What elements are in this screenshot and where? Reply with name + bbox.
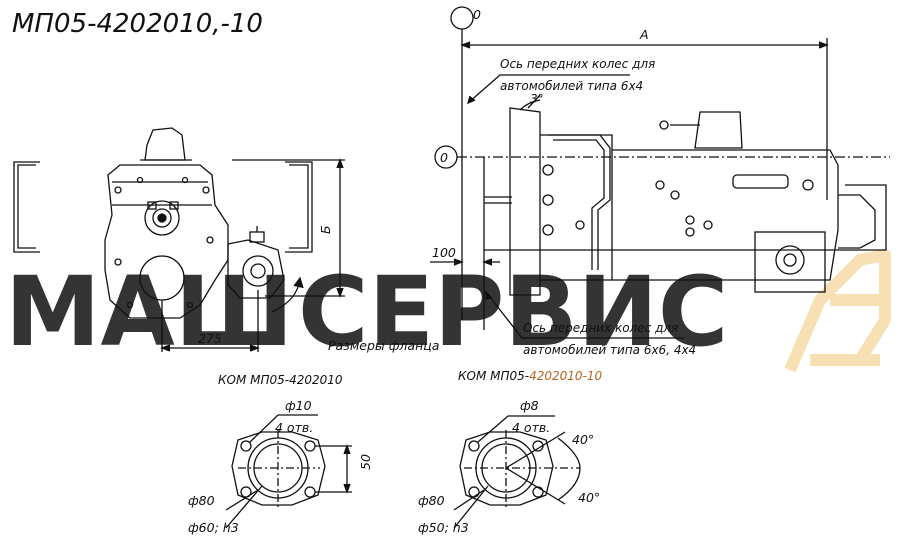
- flange-right-pilot-diameter: ф50; h3: [418, 520, 469, 535]
- front-bell-housing: [509, 107, 541, 296]
- flange-left-title: КОМ МП05-4202010: [218, 373, 343, 387]
- pto-flange: [242, 255, 274, 287]
- pto-valve: [249, 231, 265, 243]
- page-title: МП05-4202010,-10: [12, 9, 263, 39]
- zero-label-top: 0: [473, 7, 481, 22]
- zero-marker-top: [450, 6, 474, 30]
- flange-caption: Размеры фланца: [328, 338, 439, 353]
- flange-left-drawing: [225, 414, 352, 529]
- flange-left-dim-50: 50: [358, 454, 373, 470]
- pto-block-front: [754, 231, 826, 293]
- gearbox-housing: [104, 164, 229, 319]
- dim-275-label: 275: [198, 331, 222, 346]
- front-axle-6x4-line2: автомобилей типа 6х4: [500, 79, 643, 93]
- watermark: МАШ СЕРВИС: [5, 249, 891, 373]
- front-view-drawing: [430, 6, 890, 339]
- flange-right-holes-count: 4 отв.: [512, 420, 550, 435]
- left-frame-bracket: [13, 161, 40, 253]
- angle-3-label: 3°: [530, 92, 544, 106]
- flange-right-hole-diameter: ф8: [520, 398, 539, 413]
- flange-left-hole-diameter: ф10: [285, 398, 312, 413]
- top-cover: [144, 127, 186, 161]
- flange-right-angle-top: 40°: [572, 432, 594, 447]
- flange-right-drawing: [453, 415, 581, 529]
- flange-right-angle-bottom: 40°: [578, 490, 600, 505]
- right-frame-bracket: [285, 161, 313, 253]
- side-view-drawing: [13, 127, 345, 352]
- flange-right-title: КОМ МП05-4202010-10: [458, 369, 603, 383]
- dim-b-label: Б: [318, 225, 333, 234]
- dim-100-label: 100: [432, 245, 456, 260]
- upper-shaft-flange: [144, 200, 180, 236]
- flange-right-outer-diameter: ф80: [418, 493, 445, 508]
- zero-label-left: 0: [440, 150, 448, 165]
- front-axle-6x6-line1: Ось передних колес для: [523, 321, 678, 335]
- flange-left-pilot-diameter: ф60; h3: [188, 520, 239, 535]
- excavator-icon: [784, 249, 891, 373]
- watermark-text-right: СЕРВИС: [298, 256, 728, 368]
- top-cover-front: [694, 111, 743, 149]
- front-axle-6x6-line2: автомобилей типа 6х6, 4х4: [523, 343, 696, 357]
- flange-left-outer-diameter: ф80: [188, 493, 215, 508]
- watermark-text-left: МАШ: [5, 256, 293, 368]
- front-axle-6x4-line1: Ось передних колес для: [500, 57, 655, 71]
- dim-a-label: A: [639, 27, 649, 42]
- flange-left-holes-count: 4 отв.: [275, 420, 313, 435]
